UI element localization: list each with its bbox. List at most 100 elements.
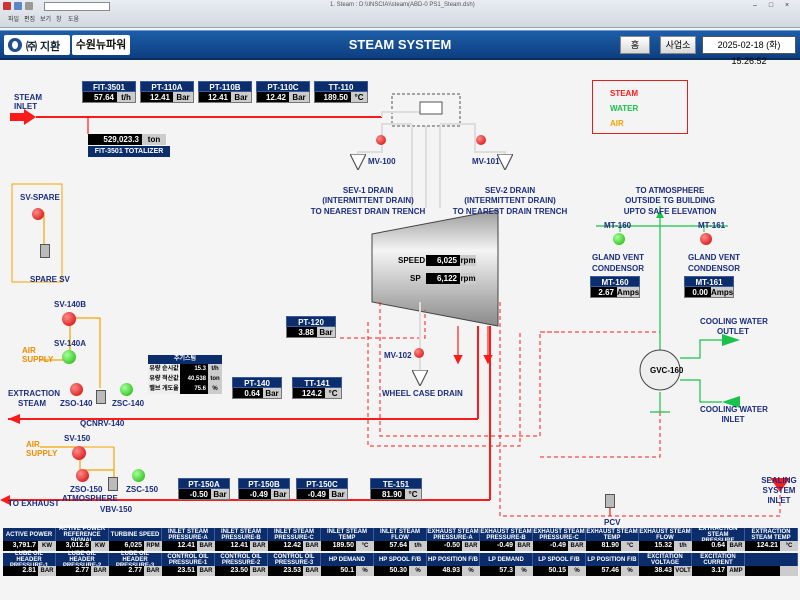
close-icon[interactable]: × <box>784 2 790 9</box>
sv-spare-valve-icon[interactable] <box>32 208 44 220</box>
tag-tt-141[interactable]: TT-141 124.2°C <box>292 377 342 399</box>
tag-value: 2.67 <box>591 287 617 297</box>
spare-sv-valve-icon[interactable] <box>40 244 50 258</box>
bottom-unit: BAR <box>197 541 215 551</box>
zsc-150-label: ZSC-150 <box>126 485 159 494</box>
logo-text: ㈜ 지환 <box>26 41 61 53</box>
tag-name: PT-110C <box>256 81 310 92</box>
bottom-value: 23.50 <box>215 566 250 576</box>
tag-name: TE-151 <box>370 478 422 489</box>
bottom-value: -0.49 <box>480 541 515 551</box>
minimize-icon[interactable]: – <box>753 2 757 9</box>
mv-101-valve-icon[interactable] <box>476 135 486 145</box>
menu-view[interactable]: 보기 <box>40 17 52 23</box>
tag-value: -0.49 <box>297 489 329 499</box>
menu-edit[interactable]: 편집 <box>24 17 36 23</box>
air-supply-label-2: AIR SUPPLY <box>26 440 58 458</box>
menu-file[interactable]: 파일 <box>8 17 20 23</box>
tag-unit: Bar <box>263 388 281 398</box>
tag-unit: Bar <box>317 327 335 337</box>
steam-turbine <box>371 209 499 327</box>
menu-window[interactable]: 창 <box>56 17 62 23</box>
bottom-cell-label: LP DEMAND <box>480 553 533 566</box>
sp-value: 6,122 <box>426 273 460 284</box>
tag-te-151[interactable]: TE-151 81.90°C <box>370 478 422 500</box>
bottom-cell-label: HP DEMAND <box>321 553 374 566</box>
mv-100-valve-icon[interactable] <box>376 135 386 145</box>
site-button[interactable]: 사업소 <box>660 36 696 54</box>
sv-spare-label: SV-SPARE <box>20 193 60 202</box>
home-button[interactable]: 홈 <box>620 36 650 54</box>
tag-value: 12.41 <box>199 92 231 102</box>
air-supply-label-1: AIR SUPPLY <box>22 346 54 364</box>
mt-161-motor-icon[interactable] <box>700 233 712 245</box>
bottom-unit: % <box>568 566 586 576</box>
flow-row-label: 유량 적산값 <box>148 374 180 384</box>
zso-150-label: ZSO-150 <box>70 485 103 494</box>
address-field[interactable] <box>44 2 110 11</box>
tag-tt-110[interactable]: TT-110 189.50°C <box>314 81 368 103</box>
tag-name: PT-140 <box>232 377 282 388</box>
menu-help[interactable]: 도움 <box>68 17 80 23</box>
sv-150-valve-icon[interactable] <box>72 446 86 460</box>
zso-150-lamp <box>76 469 89 482</box>
zsc-150-lamp <box>132 469 145 482</box>
bottom-cell-value: 189.50°C <box>321 541 374 551</box>
tag-name: FIT-3501 <box>82 81 136 92</box>
bottom-cell-label: LUBE OIL HEADER PRESSURE-3 <box>109 551 162 569</box>
maximize-icon[interactable]: □ <box>768 2 774 9</box>
toolbar-icon[interactable] <box>14 2 22 10</box>
sv-140b-valve-icon[interactable] <box>62 312 76 326</box>
toolbar-icon[interactable] <box>25 2 33 10</box>
cooling-inlet-label-1: COOLING WATER <box>700 405 768 414</box>
bottom-cell-label: ACTIVE POWER <box>3 528 56 541</box>
sev1-drain-dest: TO NEAREST DRAIN TRENCH <box>310 207 426 216</box>
bottom-value: 3.17 <box>692 566 727 576</box>
bottom-cell-value: 57.46% <box>586 566 639 576</box>
wheel-case-drain-label: WHEEL CASE DRAIN <box>382 389 463 398</box>
tag-value: 81.90 <box>371 489 405 499</box>
bottom-value: 50.1 <box>321 566 356 576</box>
pcv-valve-icon[interactable] <box>605 494 615 508</box>
bottom-cell-label <box>745 553 798 566</box>
vbv-150-valve-icon[interactable] <box>108 477 118 491</box>
tag-value: 0.64 <box>233 388 263 398</box>
extraction-label-2: STEAM <box>18 399 46 408</box>
page-title: STEAM SYSTEM <box>348 37 452 52</box>
mv-102-valve-icon[interactable] <box>414 348 424 358</box>
bottom-cell-label: INLET STEAM PRESSURE-C <box>268 528 321 541</box>
bottom-value: 48.93 <box>427 566 462 576</box>
qcnrv-140-valve-icon[interactable] <box>96 390 106 404</box>
speed-unit: rpm <box>460 255 476 266</box>
tag-name: TT-110 <box>314 81 368 92</box>
tag-value: 189.50 <box>315 92 351 102</box>
bottom-cell-label: EXHAUST STEAM PRESSURE-B <box>480 528 533 541</box>
mt-160-motor-icon[interactable] <box>613 233 625 245</box>
sv-140a-valve-icon[interactable] <box>62 350 76 364</box>
bottom-unit: % <box>621 566 639 576</box>
bottom-unit: BAR <box>303 541 321 551</box>
tag-unit: Bar <box>271 489 289 499</box>
